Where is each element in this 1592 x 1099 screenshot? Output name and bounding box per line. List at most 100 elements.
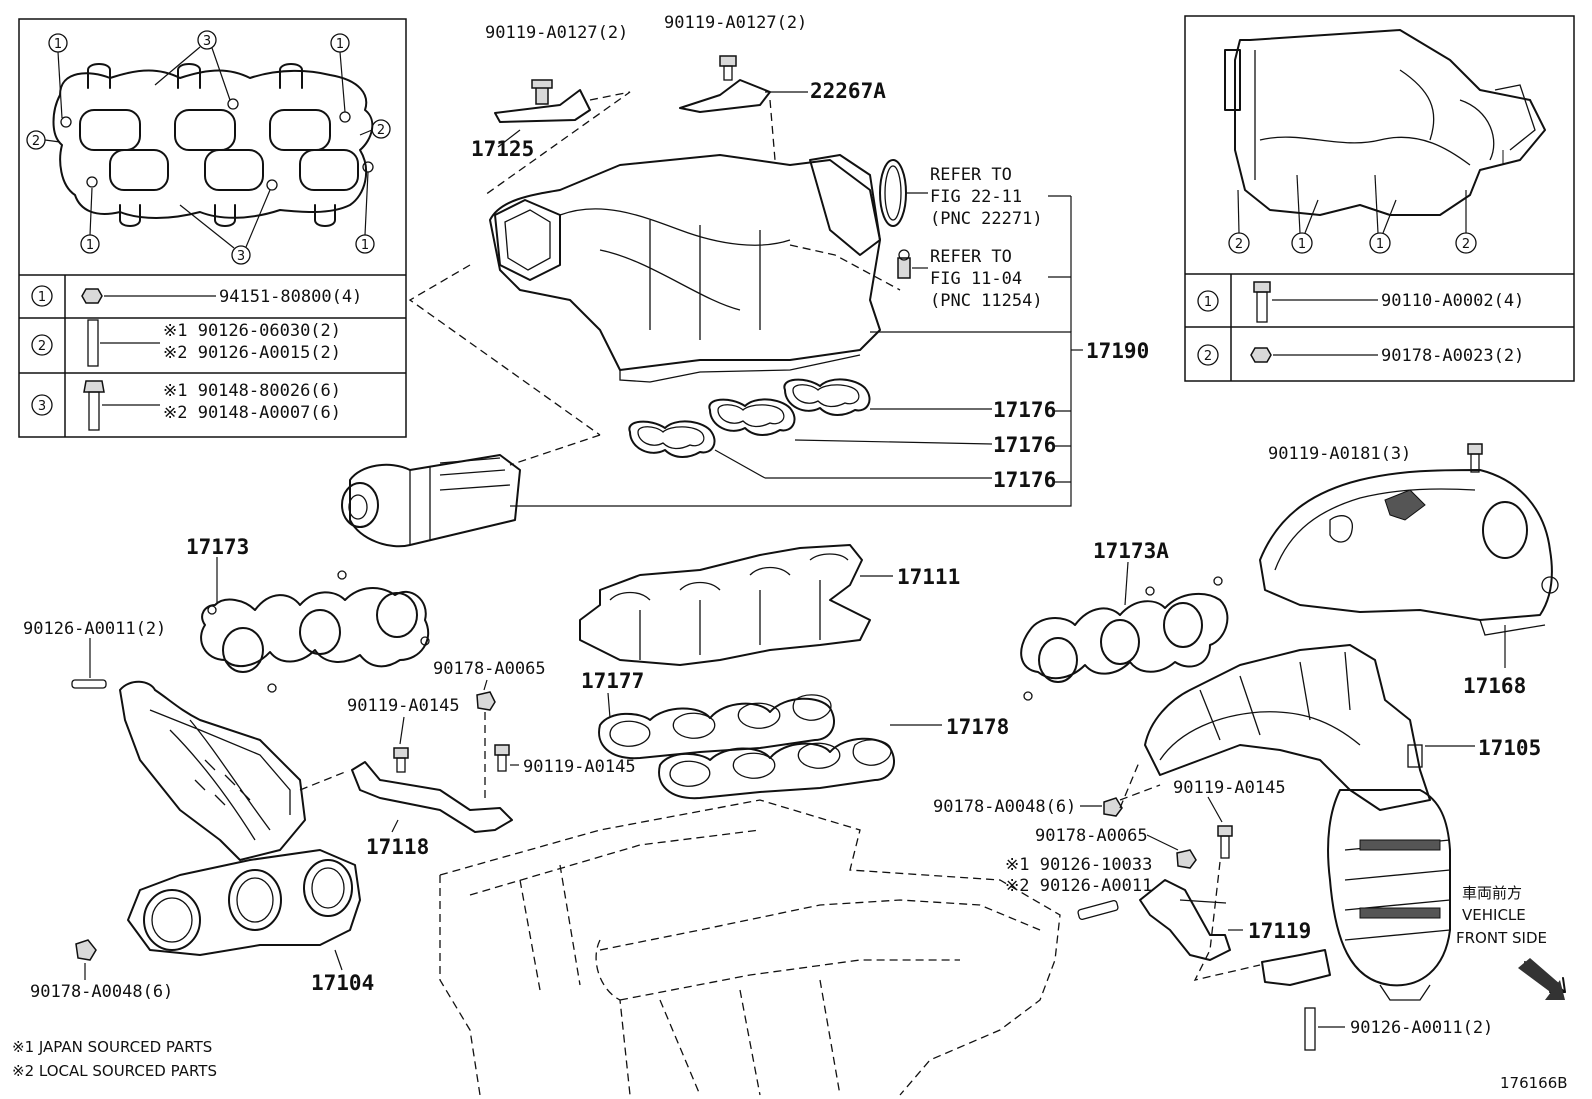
svg-text:3: 3 (237, 249, 245, 264)
heat-insulator-17168 (1259, 443, 1559, 668)
gasket-17177 (598, 692, 835, 760)
label-90178-a0048-right: 90178-A0048(6) (933, 797, 1076, 817)
label-90119-a0145-right: 90119-A0145 (1173, 778, 1286, 798)
label-90126-a0011-right: 90126-A0011(2) (1350, 1018, 1493, 1038)
exhaust-manifold-17104 (71, 638, 361, 980)
svg-text:1: 1 (1298, 237, 1306, 252)
svg-text:90178-A0023(2): 90178-A0023(2) (1381, 346, 1524, 366)
label-90119-a0145-left: 90119-A0145 (347, 696, 460, 716)
callout-3-bottom: 3 (179, 189, 271, 265)
right-callout-2-left: 2 (1228, 189, 1250, 254)
label-22267a: 22267A (810, 79, 886, 103)
label-90119-a0127-left: 90119-A0127(2) (485, 23, 628, 43)
svg-text:※1 90126-06030(2): ※1 90126-06030(2) (163, 321, 341, 341)
svg-text:※1 90148-80026(6): ※1 90148-80026(6) (163, 381, 341, 401)
label-90178-a0065-left: 90178-A0065 (433, 659, 546, 679)
svg-text:2: 2 (1462, 237, 1470, 252)
refer-a-line1: REFER TO (930, 165, 1012, 185)
right-callout-2-right: 2 (1455, 190, 1477, 254)
callout-1-bottom-right: 1 (355, 171, 375, 254)
bracket-17118 (351, 679, 519, 833)
left-table-row-2: 2 ※1 90126-06030(2) ※2 90126-A0015(2) (31, 319, 341, 367)
label-17190: 17190 (1086, 339, 1149, 363)
svg-text:90110-A0002(4): 90110-A0002(4) (1381, 291, 1524, 311)
gasket-17173a (1020, 561, 1229, 701)
svg-text:※2 90148-A0007(6): ※2 90148-A0007(6) (163, 403, 341, 423)
label-90178-a0065-right: 90178-A0065 (1035, 826, 1148, 846)
label-17104: 17104 (311, 971, 374, 995)
part-labels: 90119-A0127(2) 90119-A0127(2) 22267A 171… (12, 13, 1568, 1092)
refer-b-line1: REFER TO (930, 247, 1012, 267)
label-90126-a0011-left: 90126-A0011(2) (23, 619, 166, 639)
svg-text:1: 1 (336, 37, 344, 52)
engine-block-outline (439, 799, 1061, 1096)
svg-text:2: 2 (38, 339, 46, 354)
callout-2-right: 2 (359, 119, 391, 139)
svg-text:1: 1 (361, 238, 369, 253)
svg-text:1: 1 (1204, 295, 1212, 310)
label-17178: 17178 (946, 715, 1009, 739)
right-callout-1-b: 1 (1369, 174, 1397, 254)
label-17111: 17111 (897, 565, 960, 589)
label-90119-a0181: 90119-A0181(3) (1268, 444, 1411, 464)
exhaust-manifold-17105 (1080, 644, 1475, 1051)
svg-text:2: 2 (1235, 237, 1243, 252)
callout-2-left: 2 (26, 130, 61, 150)
right-table-row-2: 2 90178-A0023(2) (1197, 344, 1524, 366)
direction-jp: 車両前方 (1462, 884, 1522, 902)
refer-a-line3: (PNC 22271) (930, 209, 1043, 229)
callout-1-top-left: 1 (48, 33, 68, 119)
label-90126-10033: ※1 90126-10033 (1005, 855, 1152, 875)
label-17118: 17118 (366, 835, 429, 859)
direction-line1: VEHICLE (1462, 906, 1526, 924)
right-callout-1-a: 1 (1291, 174, 1319, 254)
svg-text:2: 2 (377, 123, 385, 138)
left-inset-box: 1 3 1 2 2 1 3 (18, 18, 407, 438)
svg-text:1: 1 (38, 290, 46, 305)
refer-b-line2: FIG 11-04 (930, 269, 1022, 289)
direction-line2: FRONT SIDE (1456, 929, 1547, 947)
gasket-17178 (658, 724, 942, 800)
callout-1-top-right: 1 (330, 33, 350, 113)
intake-lower-17111 (579, 544, 893, 666)
svg-text:※2 90126-A0015(2): ※2 90126-A0015(2) (163, 343, 341, 363)
callout-1-bottom-left: 1 (80, 187, 100, 254)
label-17173a: 17173A (1093, 539, 1169, 563)
intake-manifold-17190 (341, 55, 1083, 548)
vehicle-front-arrow (1518, 958, 1566, 1000)
refer-a-line2: FIG 22-11 (930, 187, 1022, 207)
note-japan-sourced: ※1 JAPAN SOURCED PARTS (12, 1038, 212, 1056)
label-17173: 17173 (186, 535, 249, 559)
label-17125: 17125 (471, 137, 534, 161)
label-17105: 17105 (1478, 736, 1541, 760)
label-17177: 17177 (581, 669, 644, 693)
gasket-17173 (200, 557, 430, 693)
right-inset-box: 2 1 1 2 1 90110-A0002(4) (1184, 15, 1575, 382)
diagram-id: 176166B (1500, 1074, 1568, 1092)
label-17176-c: 17176 (993, 468, 1056, 492)
note-local-sourced: ※2 LOCAL SOURCED PARTS (12, 1062, 217, 1080)
svg-text:94151-80800(4): 94151-80800(4) (219, 287, 362, 307)
left-table-row-1: 1 94151-80800(4) (31, 285, 362, 307)
label-17119: 17119 (1248, 919, 1311, 943)
svg-text:1: 1 (1376, 237, 1384, 252)
label-90178-a0048-left: 90178-A0048(6) (30, 982, 173, 1002)
svg-text:1: 1 (86, 238, 94, 253)
label-90126-a0011-mid: ※2 90126-A0011 (1005, 876, 1152, 896)
right-table-row-1: 1 90110-A0002(4) (1197, 281, 1524, 323)
svg-text:3: 3 (203, 34, 211, 49)
svg-text:2: 2 (32, 134, 40, 149)
callout-3-top: 3 (154, 30, 231, 101)
svg-text:2: 2 (1204, 349, 1212, 364)
refer-b-line3: (PNC 11254) (930, 291, 1043, 311)
label-17176-b: 17176 (993, 433, 1056, 457)
left-table-row-3: 3 ※1 90148-80026(6) ※2 90148-A0007(6) (31, 380, 341, 431)
svg-text:3: 3 (38, 399, 46, 414)
label-90119-a0145-mid: 90119-A0145 (523, 757, 636, 777)
bracket-17119 (1077, 796, 1261, 981)
label-17168: 17168 (1463, 674, 1526, 698)
label-90119-a0127-right: 90119-A0127(2) (664, 13, 807, 33)
label-17176-a: 17176 (993, 398, 1056, 422)
svg-text:1: 1 (54, 37, 62, 52)
